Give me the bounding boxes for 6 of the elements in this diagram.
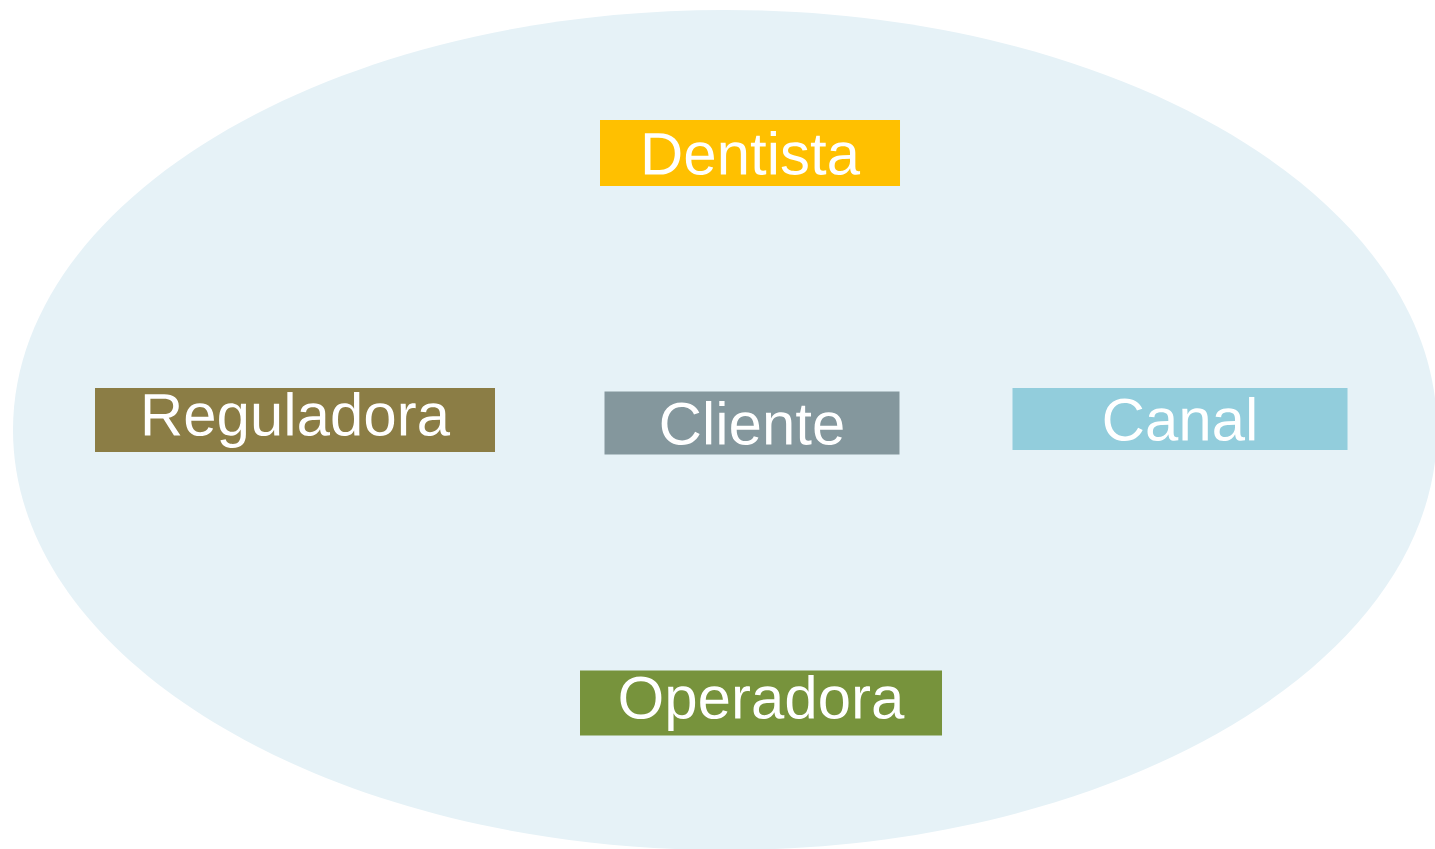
label-box: Dentista (600, 120, 900, 186)
label-box: Operadora (580, 670, 942, 736)
ellipse-background (13, 10, 1435, 849)
label-box: Cliente (604, 391, 900, 455)
label-box: Canal (1012, 388, 1348, 450)
label-box: Reguladora (95, 388, 495, 452)
